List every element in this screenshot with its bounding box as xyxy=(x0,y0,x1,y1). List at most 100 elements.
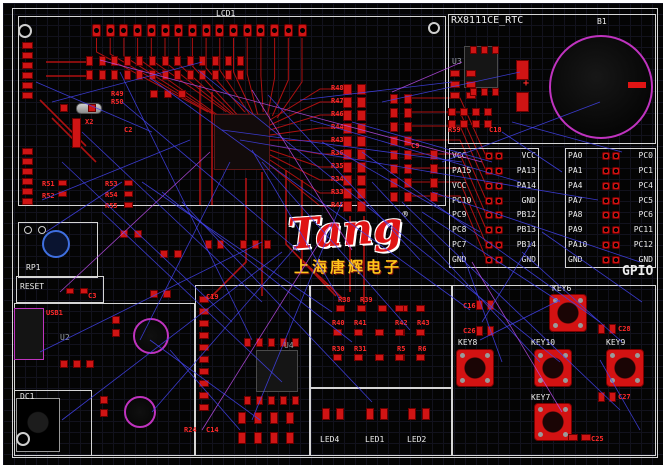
pad xyxy=(292,396,299,405)
pad xyxy=(375,329,384,336)
pad xyxy=(408,408,416,420)
chip-u4[interactable] xyxy=(256,350,298,392)
pin-pad xyxy=(601,255,610,264)
pad xyxy=(481,46,488,54)
pad xyxy=(598,324,605,334)
pin-pad xyxy=(485,240,493,249)
pin-label: PA1 xyxy=(568,166,583,176)
component-label: C2 xyxy=(124,126,133,134)
pad xyxy=(149,56,156,66)
pad xyxy=(22,92,33,99)
pin-label: GND xyxy=(521,195,536,205)
electrolytic-cap-1[interactable] xyxy=(133,318,169,354)
key10-ref: KEY10 xyxy=(531,338,556,347)
pad xyxy=(343,136,352,147)
pad xyxy=(244,396,251,405)
pin-label: PC12 xyxy=(633,239,653,249)
pad xyxy=(136,70,144,80)
pad xyxy=(268,338,275,347)
pad xyxy=(86,360,94,368)
usb-connector[interactable] xyxy=(14,308,44,360)
pad xyxy=(390,150,398,160)
key6-button[interactable] xyxy=(549,294,587,332)
pad xyxy=(366,408,374,420)
pad xyxy=(86,56,93,66)
battery-ref: B1 xyxy=(597,17,607,26)
pin-pad xyxy=(601,196,610,205)
key10-button[interactable] xyxy=(534,349,572,387)
pad xyxy=(237,56,245,66)
led2-ref: LED2 xyxy=(407,435,427,444)
pad xyxy=(22,42,33,49)
pin-pads xyxy=(484,196,504,205)
pad xyxy=(354,329,363,336)
component-label: R49 xyxy=(111,90,124,98)
pad xyxy=(280,396,287,405)
mcu-chip[interactable] xyxy=(214,114,270,170)
pad xyxy=(112,316,120,324)
pin-label: PC11 xyxy=(633,225,653,235)
pin-pad xyxy=(611,255,620,264)
pad xyxy=(252,240,259,249)
component-label: R43 xyxy=(331,136,344,144)
pad xyxy=(476,300,483,310)
pad xyxy=(254,412,262,424)
pad xyxy=(174,56,182,66)
pad xyxy=(88,104,96,112)
pad xyxy=(186,70,194,80)
component-label: R52 xyxy=(42,192,55,200)
pad xyxy=(390,108,398,118)
pad xyxy=(22,52,33,59)
pad xyxy=(150,90,158,98)
key9-button[interactable] xyxy=(606,349,644,387)
key8-button[interactable] xyxy=(456,349,494,387)
pad xyxy=(238,412,246,424)
pad xyxy=(212,56,219,66)
pad xyxy=(286,432,294,444)
key7-button[interactable] xyxy=(534,403,572,441)
component-label: R33 xyxy=(331,188,344,196)
pad xyxy=(72,118,81,148)
mounting-hole xyxy=(18,24,32,38)
pad xyxy=(343,175,352,186)
pad xyxy=(476,326,483,336)
resistor-region-outline xyxy=(310,285,452,388)
pad xyxy=(224,56,232,66)
pin-label: VCC xyxy=(521,151,536,161)
pin-pad xyxy=(485,167,493,176)
led1-ref: LED1 xyxy=(365,435,385,444)
pad xyxy=(416,354,425,361)
component-label: R41 xyxy=(354,319,367,327)
trimpot-rp1[interactable] xyxy=(42,230,70,258)
pad xyxy=(430,150,438,160)
pad xyxy=(98,56,106,66)
component-label: R34 xyxy=(331,175,344,183)
pin-pad xyxy=(485,255,493,264)
pad xyxy=(22,158,33,165)
pad xyxy=(466,70,476,77)
pad xyxy=(404,150,412,160)
pad xyxy=(58,191,67,197)
key9-ref: KEY9 xyxy=(606,338,626,347)
component-label: + xyxy=(523,78,530,89)
pin-pads xyxy=(484,255,504,264)
pad xyxy=(395,329,404,336)
mounting-hole xyxy=(428,22,440,34)
electrolytic-cap-2[interactable] xyxy=(124,396,156,428)
pad xyxy=(450,70,460,77)
pad xyxy=(357,162,366,173)
pin-label: PA13 xyxy=(516,166,536,176)
pad xyxy=(199,308,209,315)
pad xyxy=(404,178,412,188)
pad xyxy=(380,408,388,420)
pad xyxy=(422,408,430,420)
pad xyxy=(460,108,468,116)
pad xyxy=(199,70,207,80)
